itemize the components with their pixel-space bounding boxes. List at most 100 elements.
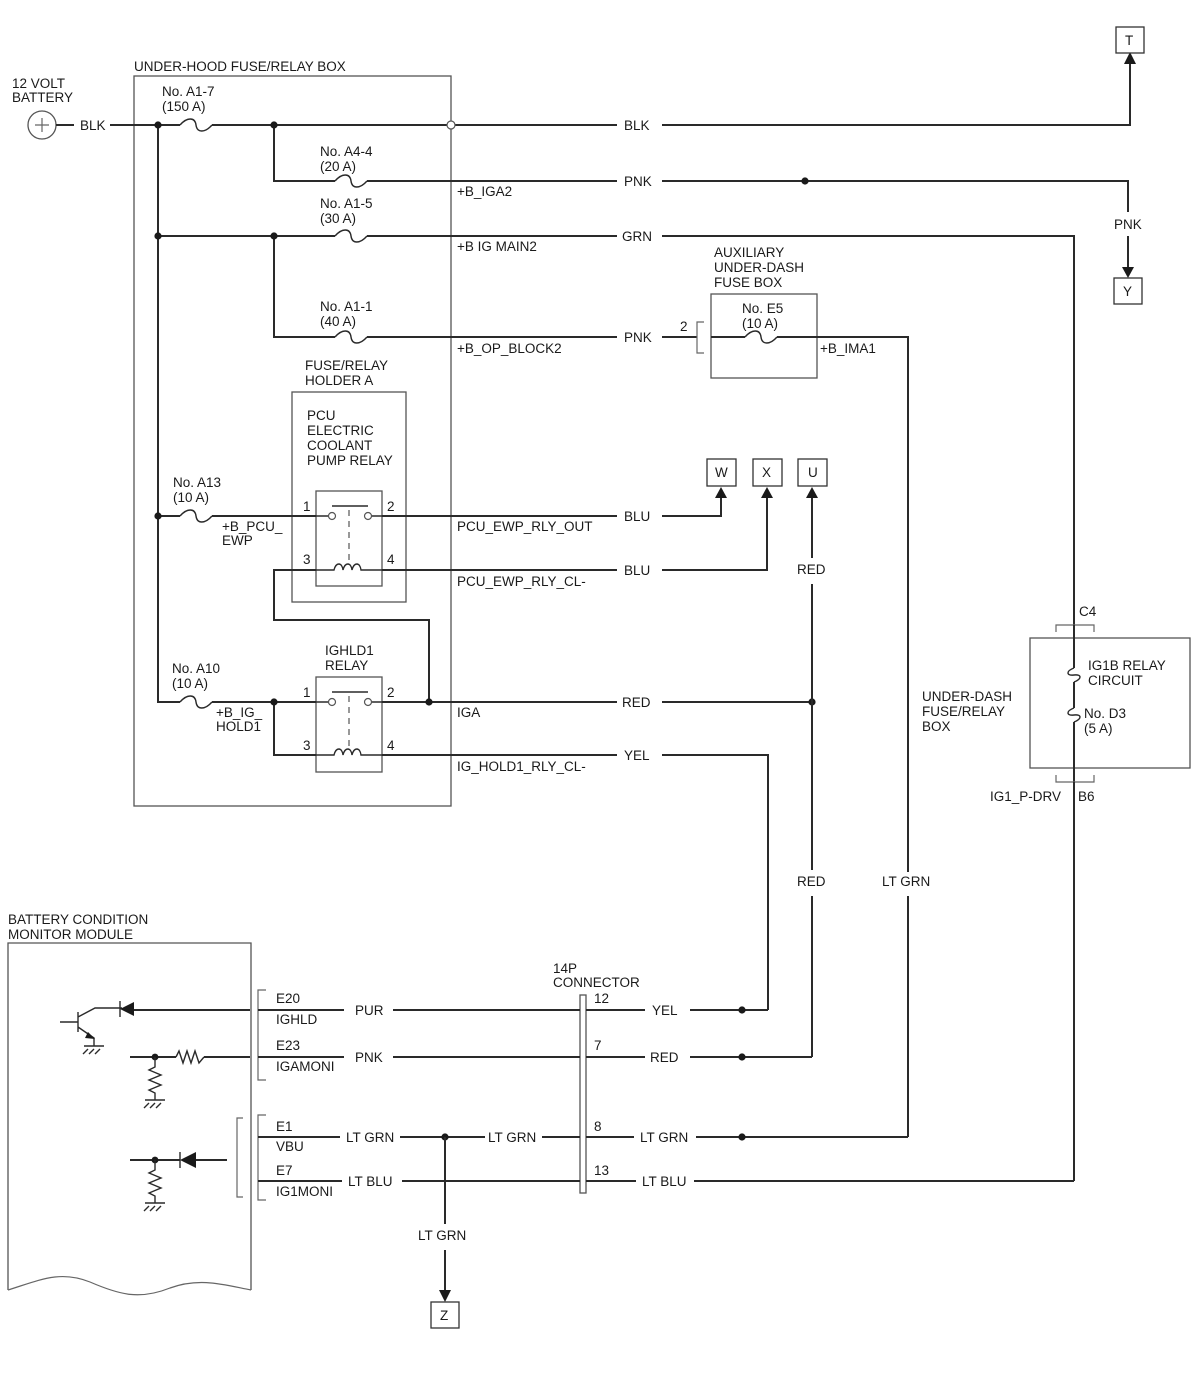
signal-b-op-block2: +B_OP_BLOCK2	[457, 341, 562, 356]
connector-b6-label: B6	[1078, 789, 1095, 804]
fuse-a13-name: No. A13	[173, 475, 221, 490]
wire-blu-to-w	[662, 496, 722, 517]
connector-14p-label-2: CONNECTOR	[553, 975, 640, 990]
battery-label-2: BATTERY	[12, 90, 73, 105]
fuse-relay-holder-a	[291, 391, 407, 603]
diode-triangle-icon	[120, 1002, 134, 1016]
fuse-e5-rating: (10 A)	[742, 316, 778, 331]
wire-color-lt-grn-vbu: LT GRN	[346, 1130, 394, 1145]
pcu-relay-pin-3: 3	[303, 552, 311, 567]
wire-a4-4-branch	[273, 125, 335, 182]
module-connector-bracket-top	[257, 989, 266, 1081]
wire-blk-to-t	[662, 62, 1131, 126]
resistor-icon	[175, 1048, 205, 1066]
wire-color-red-iga: RED	[622, 695, 651, 710]
wire-blu-to-x	[662, 496, 768, 571]
battery-condition-monitor-module	[7, 942, 252, 1290]
fuse-a13-symbol	[179, 509, 213, 523]
ighld1-relay-pin-3: 3	[303, 738, 311, 753]
signal-b-iga2: +B_IGA2	[457, 184, 512, 199]
wire-color-blk-main: BLK	[624, 118, 650, 133]
bcm-signal-vbu: VBU	[276, 1139, 304, 1154]
ref-z-label: Z	[440, 1308, 448, 1323]
junction-dot	[154, 232, 162, 240]
ref-t-label: T	[1125, 33, 1133, 48]
bcm-signal-ig1moni: IG1MONI	[276, 1184, 333, 1199]
battery-label-1: 12 VOLT	[12, 76, 65, 91]
junction-dot	[154, 121, 162, 129]
junction-dot	[738, 1006, 746, 1014]
wire-color-lt-grn-mid: LT GRN	[882, 874, 930, 889]
fuse-a10-rating: (10 A)	[172, 676, 208, 691]
fuse-d3-symbol	[1067, 707, 1081, 723]
wire-color-pnk-y: PNK	[1114, 217, 1142, 232]
wire-color-blu-out: BLU	[624, 509, 650, 524]
wire-ighld1-pin3	[273, 702, 316, 756]
wire-color-red-mid: RED	[797, 874, 826, 889]
diode-triangle-icon	[180, 1152, 196, 1168]
arrow-to-y	[1122, 267, 1134, 278]
holder-a-label-1: FUSE/RELAY	[305, 358, 388, 373]
wire-ima1	[777, 336, 909, 872]
ig1b-relay-circuit-symbol	[1067, 667, 1081, 683]
ighld1-relay-label-1: IGHLD1	[325, 643, 374, 658]
bcm-pin-e1: E1	[276, 1119, 293, 1134]
junction-dot	[738, 1053, 746, 1061]
wire-color-lt-grn-z: LT GRN	[418, 1228, 466, 1243]
ref-x-label: X	[762, 465, 771, 480]
arrow-to-x	[761, 487, 773, 498]
fuse-a1-7-rating: (150 A)	[162, 99, 206, 114]
fuse-e5-symbol	[744, 330, 778, 344]
junction-dot	[738, 1133, 746, 1141]
ighld1-relay-pin-4: 4	[387, 738, 395, 753]
junction-dot	[270, 698, 278, 706]
fuse-a1-5-rating: (30 A)	[320, 211, 356, 226]
wire-color-lt-grn-conn: LT GRN	[640, 1130, 688, 1145]
connector-14p-pin-8: 8	[594, 1119, 602, 1134]
wire-color-lt-grn-vbu-2: LT GRN	[488, 1130, 536, 1145]
underdash-box-label-3: BOX	[922, 719, 951, 734]
aux-box-label-2: UNDER-DASH	[714, 260, 804, 275]
wire-a1-1-branch	[273, 236, 335, 338]
junction-dot	[270, 232, 278, 240]
wire-yel-down	[662, 754, 769, 1010]
wire-color-yel-conn: YEL	[652, 1003, 678, 1018]
arrow-to-u	[806, 487, 818, 498]
connector-c4-label: C4	[1079, 604, 1097, 619]
fuse-a1-1-rating: (40 A)	[320, 314, 356, 329]
arrow-to-t	[1124, 52, 1136, 64]
bcm-pin-e23: E23	[276, 1038, 300, 1053]
aux-pin-2: 2	[680, 319, 688, 334]
bcm-pin-e7: E7	[276, 1163, 293, 1178]
pcu-relay-pin-2: 2	[387, 499, 395, 514]
signal-b-pcu-ewp-2: EWP	[222, 533, 253, 548]
ighld1-relay-coil	[316, 748, 382, 756]
junction-dot	[425, 698, 433, 706]
box-pass-through-dot	[446, 120, 456, 130]
ref-u-label: U	[808, 465, 818, 480]
ref-u-box	[797, 458, 828, 487]
bcm-signal-ighld: IGHLD	[276, 1012, 318, 1027]
fuse-a1-5-name: No. A1-5	[320, 196, 373, 211]
wire-color-pnk-conn: PNK	[355, 1050, 383, 1065]
fuse-a4-4-name: No. A4-4	[320, 144, 373, 159]
bcm-module-label-1: BATTERY CONDITION	[8, 912, 148, 927]
bcm-pin-e20: E20	[276, 991, 300, 1006]
wire-color-blu-cl: BLU	[624, 563, 650, 578]
module-connector-bracket-bottom	[257, 1114, 266, 1201]
ref-y-box	[1113, 277, 1143, 305]
transistor-icon	[60, 1007, 122, 1046]
connector-14p-pin-13: 13	[594, 1163, 609, 1178]
aux-box-label-3: FUSE BOX	[714, 275, 782, 290]
resistor-to-ground-icon	[147, 1160, 163, 1203]
ref-y-label: Y	[1123, 284, 1132, 299]
ground-icon	[143, 1099, 165, 1109]
signal-ig1-p-drv: IG1_P-DRV	[990, 789, 1061, 804]
connector-14p-label-1: 14P	[553, 961, 577, 976]
ighld1-relay-label-2: RELAY	[325, 658, 368, 673]
wire-grn-to-underdash	[662, 235, 1075, 625]
signal-iga: IGA	[457, 705, 480, 720]
signal-b-ig-hold1-2: HOLD1	[216, 719, 261, 734]
ig1b-relay-label-1: IG1B RELAY	[1088, 658, 1166, 673]
